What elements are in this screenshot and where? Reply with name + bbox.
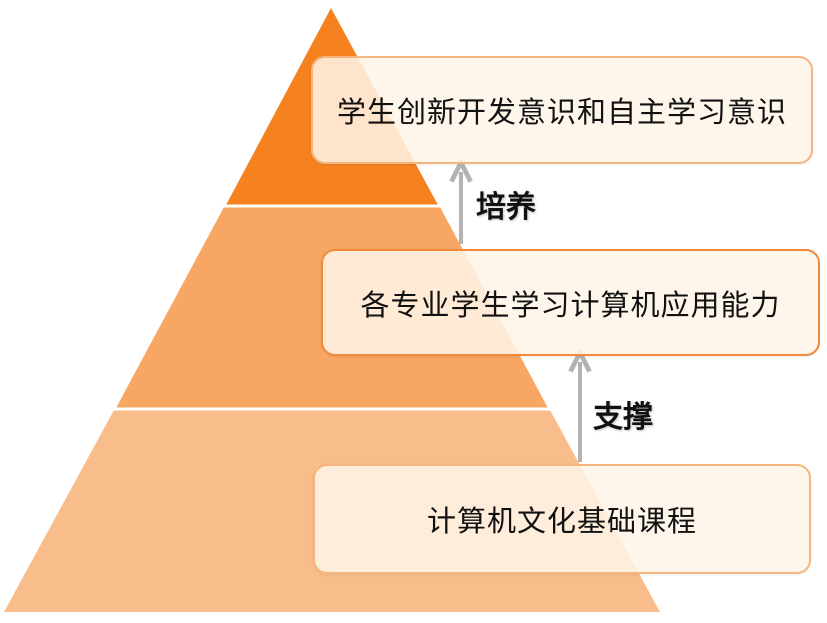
level-box-bottom: 计算机文化基础课程 [313,464,811,574]
level-box-middle: 各专业学生学习计算机应用能力 [321,249,820,356]
level-label-middle: 各专业学生学习计算机应用能力 [360,287,781,322]
relation-label-support: 支撑 [593,400,653,435]
level-box-top: 学生创新开发意识和自主学习意识 [311,56,813,164]
level-label-bottom: 计算机文化基础课程 [426,504,697,538]
level-label-top: 学生创新开发意识和自主学习意识 [336,95,787,129]
relation-label-cultivate: 培养 [476,190,536,225]
